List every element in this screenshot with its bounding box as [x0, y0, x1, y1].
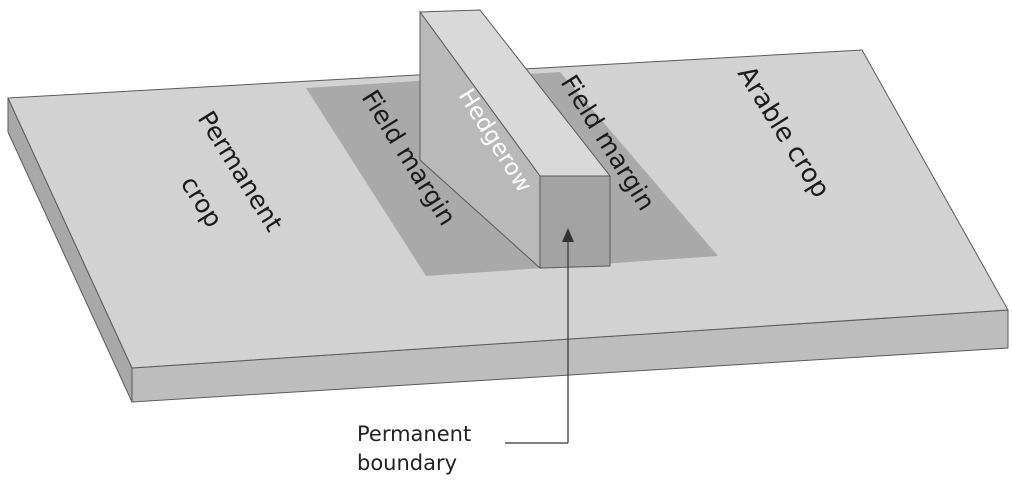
callout-label-line1: Permanent	[357, 422, 471, 446]
callout-arrowhead	[562, 228, 574, 242]
hedgerow-end-face	[539, 175, 611, 269]
callout-label-line2: boundary	[357, 451, 457, 475]
